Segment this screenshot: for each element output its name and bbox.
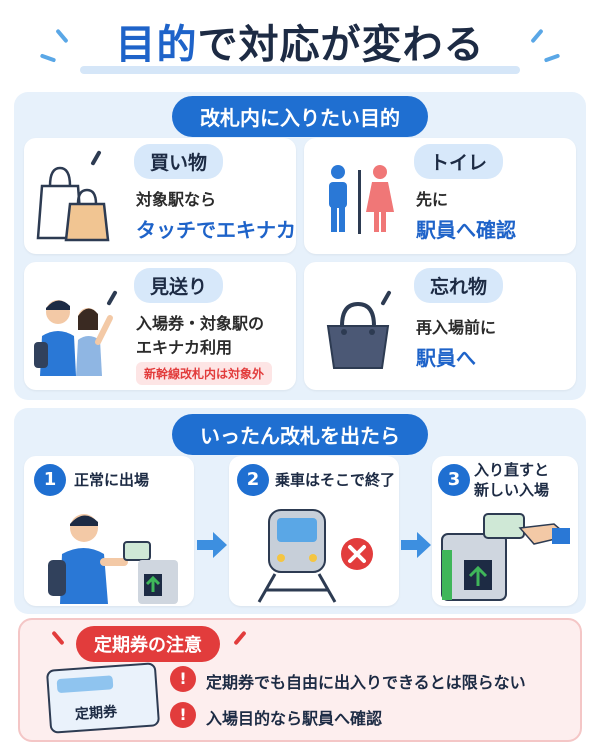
arrow-right-icon [197, 532, 227, 558]
step-3-number: 3 [438, 464, 470, 496]
lost-item-line1: 再入場前に [416, 318, 497, 337]
toilet-line1: 先に [416, 190, 449, 209]
sparkle-icon [51, 630, 65, 646]
commuter-note-2: 入場目的なら駅員へ確認 [206, 709, 383, 728]
commuter-pass-card: 定期券 [45, 662, 161, 734]
seeoff-pill: 見送り [134, 268, 224, 303]
step-3-text-2: 新しい入場 [474, 481, 550, 499]
cancel-icon [341, 538, 373, 570]
card-touch-gate-icon [441, 513, 570, 601]
purpose-panel: 改札内に入りたい目的 買い物 対象駅なら タッチでエキナカ トイレ 先に 駅員へ… [14, 92, 586, 400]
step-1-card: 1 正常に出場 [24, 456, 194, 606]
card-stripe [56, 675, 114, 694]
title-rest: で対応が変わる [197, 22, 485, 68]
arrow-right-icon [401, 532, 431, 558]
page-title: 目的で対応が変わる [0, 12, 600, 70]
commuter-pass-card-label: 定期券 [74, 704, 118, 723]
shinkansen-excluded-tag: 新幹線改札内は対象外 [136, 362, 273, 385]
alert-icon: ! [170, 666, 196, 692]
shopping-bags-icon [36, 166, 110, 242]
step-3-card: 3 入り直すと 新しい入場 [432, 456, 578, 606]
step-2-number: 2 [237, 464, 269, 496]
shopping-pill: 買い物 [134, 144, 224, 179]
restroom-icon [329, 165, 394, 234]
toilet-pill: トイレ [414, 144, 504, 179]
sparkle-icon [233, 630, 247, 646]
lost-item-pill: 忘れ物 [414, 268, 504, 303]
lost-item-line2: 駅員へ [416, 346, 476, 370]
exit-header: いったん改札を出たら [172, 414, 428, 455]
shopping-line2: タッチでエキナカ [136, 218, 296, 242]
exit-panel: いったん改札を出たら 1 正常に出場 2 乗車はそこで終了 [14, 408, 586, 614]
title-emphasis: 目的 [115, 22, 198, 68]
step-3-text-1: 入り直すと [474, 461, 550, 479]
train-icon [257, 509, 337, 603]
commuter-pass-header: 定期券の注意 [76, 626, 220, 662]
commuter-note-1: 定期券でも自由に出入りできるとは限らない [206, 673, 526, 692]
title-underline [80, 66, 520, 74]
handbag-icon [326, 301, 390, 369]
title-area: 目的で対応が変わる [0, 0, 600, 90]
person-at-gate-icon [48, 514, 178, 604]
people-waving-icon [34, 300, 113, 376]
seeoff-line1: 入場券・対象駅の [136, 314, 265, 333]
card-seeoff: 見送り 入場券・対象駅の エキナカ利用 新幹線改札内は対象外 [24, 262, 296, 390]
step-2-text: 乗車はそこで終了 [275, 471, 396, 489]
step-1-text: 正常に出場 [74, 471, 150, 489]
seeoff-line2: エキナカ利用 [136, 338, 233, 357]
toilet-line2: 駅員へ確認 [416, 218, 516, 242]
shopping-line1: 対象駅なら [136, 190, 217, 209]
alert-icon: ! [170, 702, 196, 728]
card-lost-item: 忘れ物 再入場前に 駅員へ [304, 262, 576, 390]
step-1-number: 1 [34, 464, 66, 496]
purpose-header: 改札内に入りたい目的 [172, 96, 428, 137]
commuter-pass-panel: 定期券の注意 定期券 ! 定期券でも自由に出入りできるとは限らない ! 入場目的… [18, 618, 582, 742]
step-2-card: 2 乗車はそこで終了 [229, 456, 399, 606]
card-toilet: トイレ 先に 駅員へ確認 [304, 138, 576, 254]
card-shopping: 買い物 対象駅なら タッチでエキナカ [24, 138, 296, 254]
